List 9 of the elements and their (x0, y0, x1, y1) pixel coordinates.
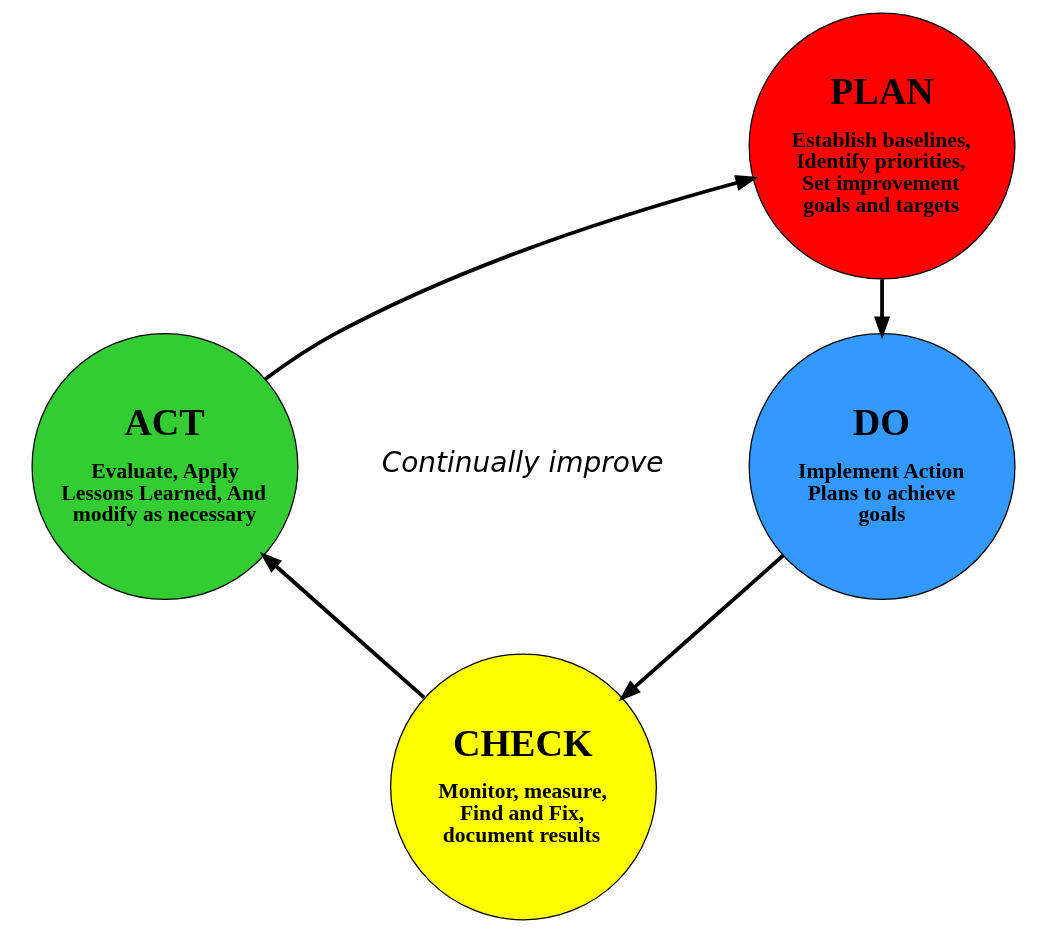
arrow (873, 279, 890, 340)
node-circle: PLAN Establish baselines, Identify priorities, Set improvement goals and targets (748, 12, 1016, 280)
node-circle: ACT Evaluate, Apply Lessons Learned, And modify as necessary (30, 333, 298, 600)
node-circle: CHECK Monitor, measure, Find and Fix, document results (389, 653, 657, 921)
arrow (263, 175, 758, 381)
arrow (259, 551, 426, 700)
arrow (617, 554, 784, 702)
label: Continually improve (381, 446, 664, 480)
node-circle: DO Implement Action Plans to achieve goals (748, 333, 1016, 600)
